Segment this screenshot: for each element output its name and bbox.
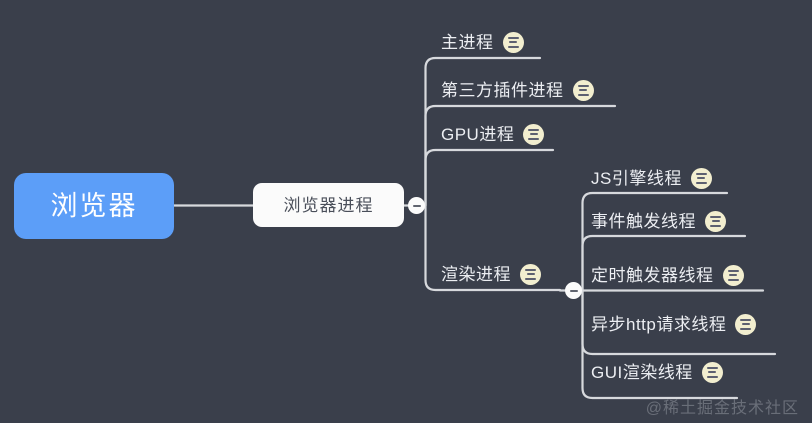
node-gpu-process-label: GPU进程 — [441, 124, 515, 144]
node-render-process-label: 渲染进程 — [441, 264, 511, 284]
collapse-toggle-browser-process[interactable] — [408, 197, 425, 214]
node-timer-trigger-thread[interactable]: 定时触发器线程 — [591, 260, 744, 290]
node-async-http-request-thread[interactable]: 异步http请求线程 — [591, 309, 757, 339]
node-gpu-process[interactable]: GPU进程 — [441, 119, 545, 149]
note-icon — [572, 79, 594, 101]
watermark: @稀土掘金技术社区 — [645, 400, 799, 417]
collapse-toggle-render-process[interactable] — [565, 282, 582, 299]
node-render-process[interactable]: 渲染进程 — [441, 259, 541, 289]
node-event-trigger-thread-label: 事件触发线程 — [591, 211, 696, 231]
note-icon — [502, 31, 524, 53]
root-node-label: 浏览器 — [50, 190, 138, 221]
note-icon — [705, 210, 726, 232]
note-icon — [523, 123, 545, 145]
note-icon — [722, 264, 744, 286]
node-browser-process-label: 浏览器进程 — [283, 195, 374, 215]
wire-branch1-item3 — [424, 148, 555, 207]
root-node[interactable]: 浏览器 — [14, 173, 174, 239]
node-timer-trigger-thread-label: 定时触发器线程 — [591, 265, 714, 285]
node-browser-process[interactable]: 浏览器进程 — [253, 183, 404, 227]
node-js-engine-thread[interactable]: JS引擎线程 — [591, 163, 712, 193]
node-third-party-plugin-process-label: 第三方插件进程 — [441, 80, 564, 100]
note-icon — [701, 361, 723, 383]
note-icon — [520, 263, 541, 285]
node-third-party-plugin-process[interactable]: 第三方插件进程 — [441, 75, 594, 105]
node-gui-render-thread-label: GUI渲染线程 — [591, 362, 693, 382]
node-gui-render-thread[interactable]: GUI渲染线程 — [591, 357, 723, 387]
note-icon — [735, 313, 757, 335]
node-main-process[interactable]: 主进程 — [441, 27, 524, 57]
node-event-trigger-thread[interactable]: 事件触发线程 — [591, 206, 726, 236]
node-async-http-request-thread-label: 异步http请求线程 — [591, 314, 727, 334]
note-icon — [690, 167, 712, 189]
node-js-engine-thread-label: JS引擎线程 — [591, 168, 682, 188]
node-main-process-label: 主进程 — [441, 32, 494, 52]
